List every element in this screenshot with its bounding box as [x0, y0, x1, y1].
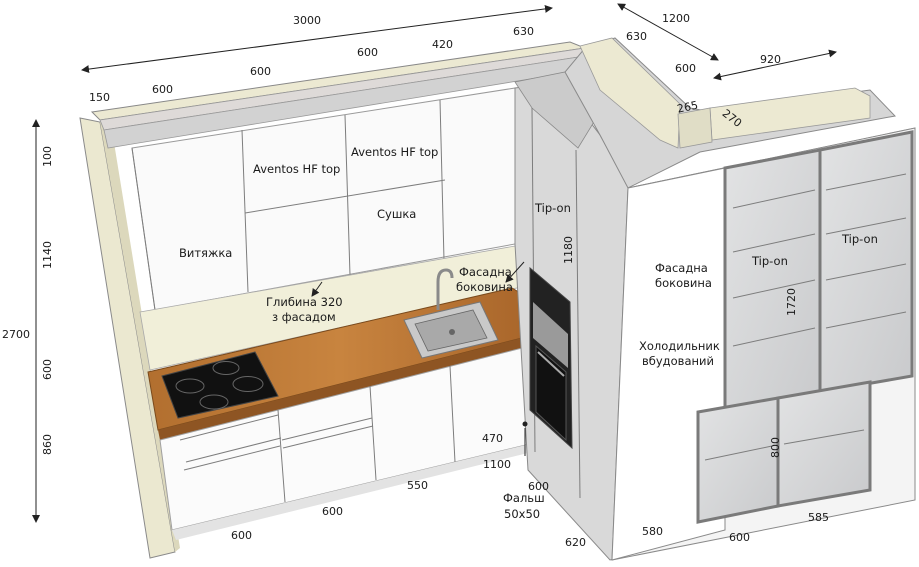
dim-v860: 860	[41, 434, 54, 455]
dim-v100: 100	[41, 146, 54, 167]
dim-v2700: 2700	[2, 328, 30, 341]
label-tip-on-1: Tip-on	[534, 201, 571, 215]
label-fasadna-1b: боковина	[456, 280, 513, 294]
dim-v800: 800	[769, 437, 782, 458]
dim-v1140: 1140	[41, 241, 54, 269]
label-tip-on-2: Tip-on	[751, 254, 788, 268]
label-hlybyna-1: Глибина 320	[266, 295, 343, 309]
glass-doors	[696, 130, 914, 524]
label-aventos-1: Aventos HF top	[253, 162, 340, 176]
dim-v600: 600	[41, 359, 54, 380]
label-hlybyna-2: з фасадом	[272, 310, 336, 324]
oven	[529, 266, 573, 450]
dim-585: 585	[808, 511, 829, 524]
faucet-icon	[436, 268, 454, 310]
label-holod-b: вбудований	[642, 354, 714, 368]
dim-420: 420	[432, 38, 453, 51]
label-sushka: Сушка	[377, 207, 416, 221]
dim-600-e: 600	[528, 480, 549, 493]
dim-v1180: 1180	[562, 236, 575, 264]
dim-600-h: 600	[729, 531, 750, 544]
dim-1200: 1200	[662, 12, 690, 25]
dim-v1720: 1720	[785, 288, 798, 316]
dimension-values: 3000 1200 150 600 600 600 420 630 630 60…	[2, 12, 829, 549]
dim-600-d: 600	[675, 62, 696, 75]
dim-150: 150	[89, 91, 110, 104]
dim-550: 550	[407, 479, 428, 492]
dim-600-b: 600	[250, 65, 271, 78]
dim-920: 920	[760, 53, 781, 66]
label-holod-a: Холодильник	[639, 339, 720, 353]
dim-600-g: 600	[231, 529, 252, 542]
cooktop	[161, 351, 279, 419]
dim-600-c: 600	[357, 46, 378, 59]
label-falsh-b: 50х50	[504, 507, 540, 521]
dim-630-b: 630	[626, 30, 647, 43]
sink	[403, 301, 499, 359]
label-vytyazhka: Витяжка	[179, 246, 232, 260]
dim-265: 265	[676, 99, 699, 116]
dim-580: 580	[642, 525, 663, 538]
label-fasadna-2b: боковина	[655, 276, 712, 290]
annotations: Aventos HF top Aventos HF top Витяжка Су…	[179, 145, 878, 521]
dim-600-f: 600	[322, 505, 343, 518]
label-tip-on-3: Tip-on	[841, 232, 878, 246]
dim-630-a: 630	[513, 25, 534, 38]
label-fasadna-2a: Фасадна	[655, 261, 708, 275]
dim-620: 620	[565, 536, 586, 549]
dim-1100: 1100	[483, 458, 511, 471]
label-falsh-a: Фальш	[503, 491, 545, 505]
label-aventos-2: Aventos HF top	[351, 145, 438, 159]
dim-470: 470	[482, 432, 503, 445]
dim-600-a: 600	[152, 83, 173, 96]
dim-3000: 3000	[293, 14, 321, 27]
dimension-lines	[32, 3, 837, 523]
label-fasadna-1a: Фасадна	[459, 265, 512, 279]
